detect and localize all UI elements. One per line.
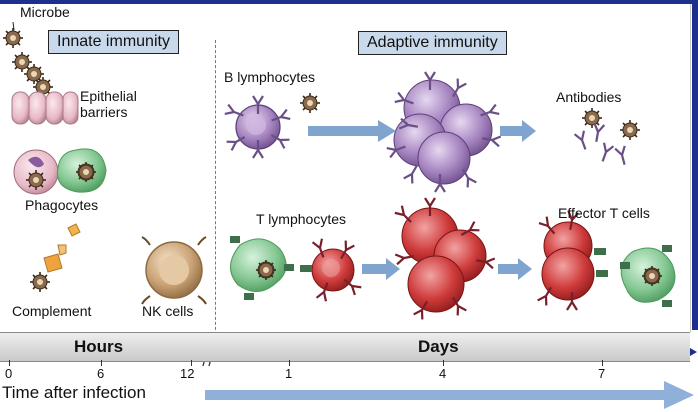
label-epithelial: Epithelial	[80, 88, 137, 104]
label-antibodies: Antibodies	[556, 89, 622, 105]
t-lymphocyte-illustration	[230, 236, 363, 303]
arrow-t-to-clones	[362, 258, 400, 280]
label-days: Days	[418, 337, 459, 356]
tick-mark	[602, 360, 603, 366]
tick-label-0: 0	[5, 366, 13, 381]
arrow-b-to-clones	[308, 120, 396, 142]
nk-cell-illustration	[141, 236, 207, 305]
time-arrow	[205, 381, 694, 409]
header-adaptive-immunity: Adaptive immunity	[358, 31, 507, 55]
tick-mark	[443, 360, 444, 366]
label-nk-cells: NK cells	[142, 303, 194, 319]
label-hours: Hours	[74, 337, 124, 356]
arrow-clones-to-effector	[498, 258, 532, 280]
epithelial-cells	[11, 91, 79, 125]
label-effector-t-cells: Effector T cells	[558, 205, 650, 221]
header-innate-immunity: Innate immunity	[48, 30, 179, 54]
innate-adaptive-divider	[215, 40, 216, 345]
top-border	[0, 0, 698, 4]
tick-mark	[9, 360, 10, 366]
progression-arrows	[308, 120, 536, 280]
tick-mark	[101, 360, 102, 366]
label-barriers: barriers	[80, 104, 128, 120]
tick-label-6: 6	[97, 366, 105, 381]
tick-label-7: 7	[598, 366, 606, 381]
effector-t-cells-illustration	[536, 210, 676, 312]
tick-mark	[289, 360, 290, 366]
t-cell-clones-illustration	[393, 196, 496, 321]
label-phagocytes: Phagocytes	[25, 197, 99, 213]
b-cell-clones-illustration	[385, 70, 502, 194]
tick-label-12: 12	[180, 366, 195, 381]
label-complement: Complement	[12, 303, 92, 319]
time-scale-bar	[0, 332, 690, 362]
label-time-after-infection: Time after infection	[2, 383, 146, 402]
microbe-chain	[2, 21, 54, 98]
complement-illustration	[29, 223, 81, 293]
label-b-lymphocytes: B lymphocytes	[224, 69, 316, 85]
label-microbe: Microbe	[20, 4, 70, 20]
phagocytes-illustration	[13, 148, 107, 195]
antibodies-illustration	[573, 107, 641, 168]
b-lymphocyte-illustration	[223, 92, 321, 160]
tick-mark	[191, 360, 192, 366]
label-t-lymphocytes: T lymphocytes	[256, 211, 346, 227]
tick-label-1: 1	[285, 366, 293, 381]
arrow-clones-to-antibodies	[500, 120, 536, 142]
right-border	[692, 0, 698, 330]
timebar-end-arrow	[690, 348, 697, 356]
tick-label-4: 4	[439, 366, 447, 381]
